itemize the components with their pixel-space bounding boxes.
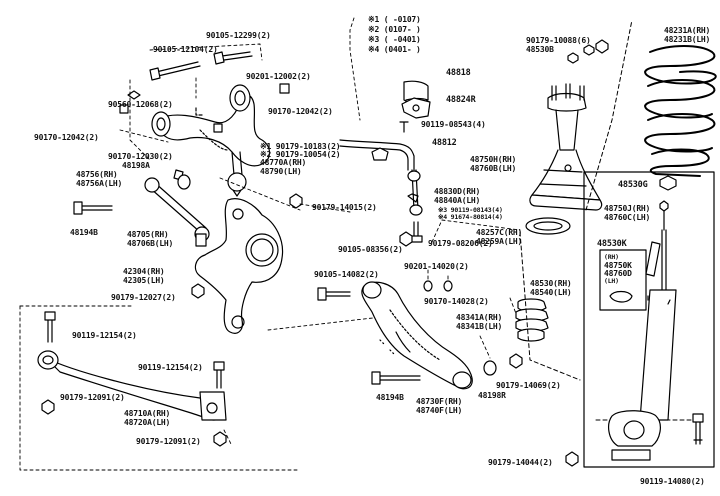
part-label[interactable]: 48710A(RH) (124, 409, 171, 418)
part-label[interactable]: 90560-12068(2) (108, 100, 173, 109)
knuckle-drawing (194, 198, 284, 334)
part-label[interactable]: 48750K (604, 261, 632, 270)
part-label[interactable]: 90170-12042(2) (34, 133, 99, 142)
part-label[interactable]: 48530K (597, 239, 627, 249)
stabilizer-link-drawing (289, 169, 423, 247)
leader-lines-mid (299, 17, 521, 243)
shock-absorber-box (583, 171, 715, 468)
part-label[interactable]: ※1 90179-10183(2) (260, 142, 341, 151)
legend-item-1: ※1 ( -0107) (368, 15, 421, 24)
lower-arm-bolts-drawing (317, 280, 523, 385)
part-label[interactable]: 48341A(RH) (456, 313, 503, 322)
part-label[interactable]: 48818 (446, 68, 471, 78)
bump-stopper-drawing (515, 298, 549, 342)
part-label[interactable]: 90179-14069(2) (496, 381, 561, 390)
legend-item-2: ※2 (0107- ) (368, 25, 421, 34)
part-label[interactable]: 48194B (70, 228, 98, 237)
part-label[interactable]: ※4 91674-80814(4) (438, 213, 503, 221)
part-label[interactable]: 90105-12104(2) (153, 45, 218, 54)
part-label[interactable]: 90179-10088(6) (526, 36, 591, 45)
part-label[interactable]: 48770A(RH) (260, 158, 307, 167)
upper-support-drawing (529, 39, 609, 211)
part-label[interactable]: 90119-12154(2) (72, 331, 137, 340)
part-label[interactable]: 90105-08356(2) (338, 245, 403, 254)
part-label[interactable]: 48750H(RH) (470, 155, 517, 164)
part-label[interactable]: ※3 90119-08143(4) (438, 206, 503, 214)
part-label[interactable]: 48705(RH) (127, 230, 169, 239)
part-label[interactable]: 48198R (478, 391, 506, 400)
part-label[interactable]: 48259A(LH) (476, 237, 523, 246)
part-label[interactable]: 90179-12091(2) (60, 393, 125, 402)
upper-arm-bolts-drawing (119, 51, 290, 133)
part-label[interactable]: 48198A (122, 161, 150, 170)
leader-lines-lower (427, 269, 521, 359)
part-label[interactable]: 48257C(RH) (476, 228, 523, 237)
part-label[interactable]: 48530B (526, 45, 554, 54)
part-label[interactable]: 48530(RH) (530, 279, 572, 288)
part-label[interactable]: 90119-14080(2) (640, 477, 705, 486)
legend-item-4: ※4 (0401- ) (368, 45, 421, 54)
part-label[interactable]: 42305(LH) (123, 276, 165, 285)
part-label[interactable]: 48756(RH) (76, 170, 118, 179)
part-label[interactable]: 48760D (604, 269, 632, 278)
rear-lower-arm-drawing (37, 350, 227, 421)
part-label[interactable]: 48740F(LH) (416, 406, 463, 415)
legend-item-3: ※3 ( -0401) (368, 35, 421, 44)
part-label[interactable]: 48756A(LH) (76, 179, 123, 188)
part-label[interactable]: 48530G (618, 180, 648, 190)
leader-lines-left (19, 305, 391, 471)
part-label[interactable]: ※2 90179-10054(2) (260, 150, 341, 159)
part-label[interactable]: 90179-14044(2) (488, 458, 553, 467)
part-label[interactable]: 48231B(LH) (664, 35, 711, 44)
part-label[interactable]: 48830D(RH) (434, 187, 481, 196)
part-label[interactable]: 90201-12002(2) (246, 72, 311, 81)
shock-absorber-drawing (599, 175, 677, 461)
part-label[interactable]: 90170-14028(2) (424, 297, 489, 306)
leader-lines-top (119, 43, 301, 211)
part-label[interactable]: 48750J(RH) (604, 204, 651, 213)
part-label: (RH) (604, 253, 619, 261)
part-label[interactable]: 90201-14020(2) (404, 262, 469, 271)
part-label[interactable]: 90105-12299(2) (206, 31, 271, 40)
part-label[interactable]: 48760B(LH) (470, 164, 517, 173)
part-label[interactable]: 48730F(RH) (416, 397, 463, 406)
part-label[interactable]: 90179-12091(2) (136, 437, 201, 446)
part-label[interactable]: 48720A(LH) (124, 418, 171, 427)
part-label[interactable]: 90179-08206(2) (428, 239, 493, 248)
part-label[interactable]: 90170-12042(2) (268, 107, 333, 116)
part-label[interactable]: 48824R (446, 95, 476, 105)
part-label[interactable]: 48540(LH) (530, 288, 572, 297)
part-label[interactable]: 48812 (432, 138, 457, 148)
part-label[interactable]: 48341B(LH) (456, 322, 503, 331)
stabilizer-bar-drawing (339, 80, 431, 171)
part-label[interactable]: 42304(RH) (123, 267, 165, 276)
part-label[interactable]: 90179-12027(2) (111, 293, 176, 302)
part-label[interactable]: 48194B (376, 393, 404, 402)
lower-left-bolts-drawing (41, 283, 227, 447)
part-label[interactable]: 90170-12030(2) (108, 152, 173, 161)
part-label[interactable]: 48840A(LH) (434, 196, 481, 205)
coil-spring-drawing (644, 45, 717, 177)
part-label[interactable]: 48706B(LH) (127, 239, 174, 248)
spring-seat-drawing (525, 217, 571, 235)
bottom-right-bolts-drawing (565, 413, 704, 467)
part-label: (LH) (604, 277, 619, 285)
part-label[interactable]: 48231A(RH) (664, 26, 711, 35)
bolt-48194b-drawing (73, 201, 113, 215)
part-label[interactable]: 90105-14082(2) (314, 270, 379, 279)
part-label[interactable]: 48760C(LH) (604, 213, 651, 222)
part-label[interactable]: 90119-08543(4) (421, 120, 486, 129)
part-label[interactable]: 90179-14015(2) (312, 203, 377, 212)
part-label[interactable]: 90119-12154(2) (138, 363, 203, 372)
lower-control-arm-drawing (361, 281, 473, 390)
upper-control-arm-drawing (151, 84, 271, 197)
part-label[interactable]: 48790(LH) (260, 167, 302, 176)
